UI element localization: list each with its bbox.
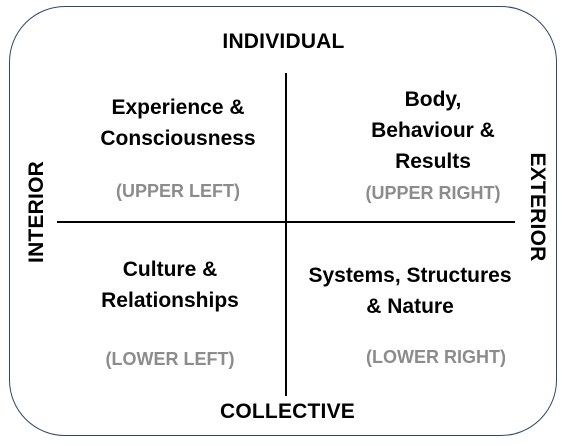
axis-label-interior: INTERIOR xyxy=(25,161,48,263)
axis-label-individual: INDIVIDUAL xyxy=(222,30,345,53)
quadrant-lower-left-subtitle: (LOWER LEFT) xyxy=(105,349,235,369)
quadrant-lower-right-subtitle: (LOWER RIGHT) xyxy=(366,347,506,367)
quadrant-upper-right-subtitle: (UPPER RIGHT) xyxy=(365,183,501,203)
vertical-axis-line xyxy=(285,73,287,396)
axis-label-collective: COLLECTIVE xyxy=(219,400,355,423)
horizontal-axis-line xyxy=(57,221,515,223)
diagram-frame xyxy=(9,6,557,436)
quadrant-upper-left-subtitle: (UPPER LEFT) xyxy=(116,181,240,201)
quadrant-lower-left-title: Culture & Relationships xyxy=(101,258,239,312)
quadrant-upper-left-title: Experience & Consciousness xyxy=(100,96,256,150)
quadrant-lower-right-title: Systems, Structures & Nature xyxy=(308,264,512,318)
axis-label-exterior: EXTERIOR xyxy=(526,152,549,262)
quadrant-upper-right-title: Body, Behaviour & Results xyxy=(371,88,495,173)
